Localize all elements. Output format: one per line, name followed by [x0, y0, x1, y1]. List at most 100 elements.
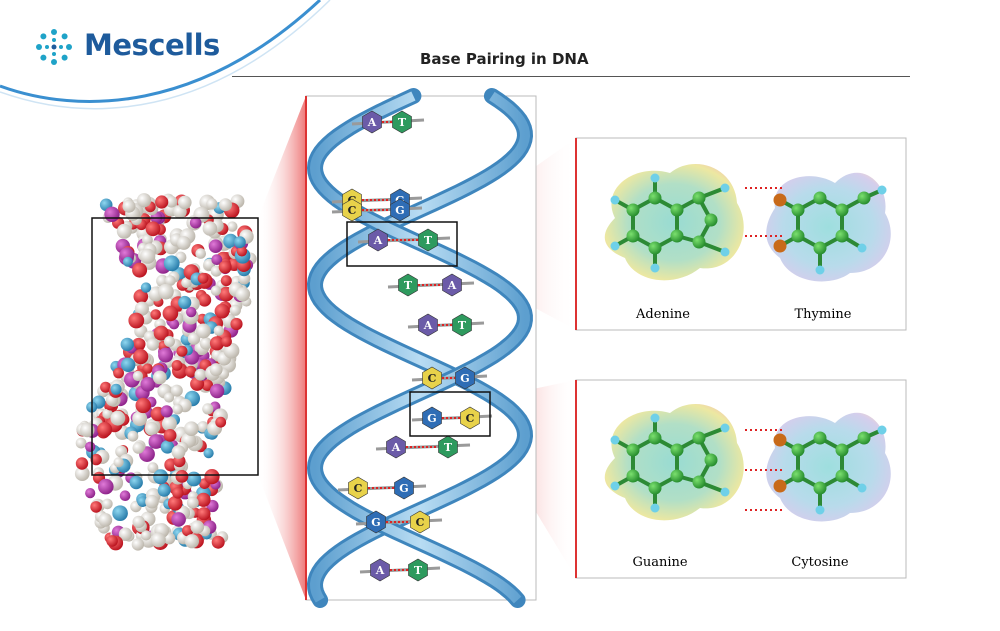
atom-sphere — [168, 319, 180, 330]
atom — [670, 443, 684, 457]
nucleobase-letter: A — [447, 279, 457, 292]
nucleobase-letter: G — [395, 204, 404, 217]
atom — [773, 239, 787, 253]
atom-sphere — [152, 370, 167, 385]
atom-sphere — [196, 492, 211, 507]
atom — [791, 443, 805, 457]
atom-sphere — [121, 357, 136, 372]
atom-sphere — [145, 221, 161, 237]
atom — [626, 469, 640, 483]
atom-sphere — [197, 272, 209, 284]
nucleobase-C — [422, 366, 442, 390]
atom — [650, 263, 660, 273]
atom-sphere — [171, 360, 183, 371]
atom-sphere — [202, 221, 218, 236]
atom-sphere — [142, 363, 153, 374]
atom-sphere — [98, 513, 113, 527]
atom-sphere — [176, 345, 188, 357]
atom — [857, 191, 871, 205]
atom-sphere — [164, 275, 176, 286]
atom — [857, 483, 867, 493]
atom-sphere — [195, 248, 206, 259]
atom-sphere — [214, 303, 230, 319]
spacefill-selection-box — [91, 217, 259, 476]
atom-sphere — [209, 383, 225, 399]
atom — [877, 425, 887, 435]
nucleobase-letter: A — [373, 234, 383, 247]
atom-sphere — [122, 256, 133, 267]
atom-sphere — [97, 422, 113, 437]
atom — [791, 469, 805, 483]
atom-sphere — [181, 277, 192, 289]
nucleobase-letter: C — [354, 482, 363, 495]
atom-sphere — [122, 199, 136, 213]
atom-sphere — [80, 422, 95, 438]
label-adenine: Adenine — [635, 307, 690, 322]
atom-sphere — [161, 416, 177, 432]
nucleobase-T — [452, 313, 472, 337]
atom — [877, 185, 887, 195]
atom-sphere — [235, 287, 250, 302]
atom-sphere — [163, 255, 180, 272]
atom — [813, 431, 827, 445]
atom-sphere — [137, 193, 152, 208]
nucleobase-G — [394, 476, 414, 500]
atom — [650, 503, 660, 513]
atom-sphere — [128, 312, 145, 329]
nucleobase-A — [368, 228, 388, 252]
brand-name: Mescells — [84, 28, 220, 62]
atom-sphere — [189, 216, 202, 229]
atom — [626, 203, 640, 217]
atom — [648, 481, 662, 495]
atom-sphere — [220, 275, 232, 287]
page-title: Base Pairing in DNA — [420, 50, 589, 68]
atom — [626, 443, 640, 457]
atom-sphere — [132, 370, 143, 382]
atom — [773, 479, 787, 493]
atom — [610, 435, 620, 445]
atom — [670, 469, 684, 483]
atom-sphere — [164, 336, 175, 347]
helix-selection-box-at — [346, 221, 458, 267]
nucleobase-C — [342, 198, 362, 222]
atom — [648, 431, 662, 445]
atom-sphere — [218, 260, 232, 274]
electron-density-surface — [766, 172, 891, 282]
atom-sphere — [112, 505, 128, 521]
panel-adenine-thymine: Adenine Thymine — [575, 137, 907, 331]
atom-sphere — [160, 405, 173, 418]
dna-space-filling-model — [74, 193, 257, 551]
atom — [610, 481, 620, 491]
atom-sphere — [176, 236, 191, 250]
atom — [670, 229, 684, 243]
brand-arc-decoration — [0, 0, 331, 110]
atom-sphere — [144, 421, 159, 436]
atom-sphere — [219, 198, 232, 212]
nucleobase-A — [362, 110, 382, 134]
label-cytosine: Cytosine — [791, 555, 849, 570]
atom-sphere — [209, 363, 223, 377]
nucleobase-G — [455, 366, 475, 390]
helix-selection-box-gc — [409, 391, 491, 437]
atom — [720, 423, 730, 433]
atom-sphere — [134, 301, 149, 316]
atom-sphere — [230, 317, 243, 331]
nucleobase-letter: A — [367, 116, 377, 129]
atom-sphere — [120, 337, 134, 352]
nucleobase-letter: C — [466, 412, 475, 425]
atom-sphere — [184, 421, 199, 437]
atom — [813, 191, 827, 205]
atom-sphere — [186, 306, 197, 318]
atom-sphere — [90, 501, 102, 513]
nucleobase-A — [370, 558, 390, 582]
atom — [791, 229, 805, 243]
atom-sphere — [215, 416, 227, 428]
atom-sphere — [132, 442, 145, 454]
nucleobase-T — [392, 110, 412, 134]
atom — [773, 433, 787, 447]
atom-sphere — [186, 471, 202, 487]
